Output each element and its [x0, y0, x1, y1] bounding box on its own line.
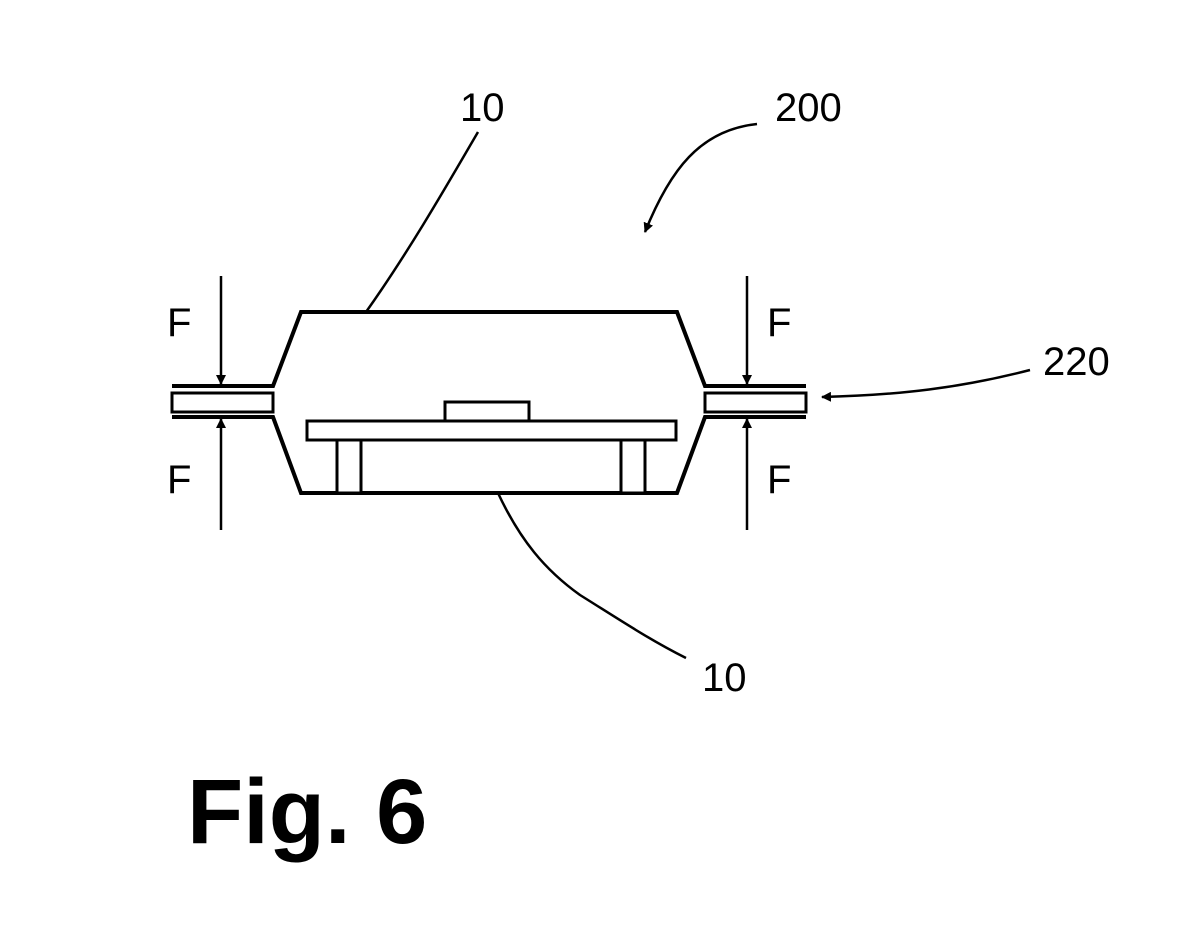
leader-arrow-seal-layer	[821, 368, 1031, 402]
circuit-board	[305, 419, 678, 442]
seal-strip-left	[170, 391, 275, 414]
ref-label-bottom-package: 10	[702, 656, 747, 700]
force-label-top-left: F	[167, 301, 191, 345]
force-label-bottom-left: F	[167, 458, 191, 502]
force-label-top-right: F	[767, 301, 791, 345]
seal-strip-right	[703, 391, 808, 414]
support-post-left	[335, 438, 363, 495]
leader-line-top-package	[364, 131, 480, 313]
ref-label-top-package: 10	[460, 86, 505, 130]
support-post-right	[619, 438, 647, 495]
force-label-bottom-right: F	[767, 458, 791, 502]
figure-caption: Fig. 6	[187, 761, 427, 863]
upper-shell-outline	[172, 310, 806, 388]
leader-line-bottom-package	[496, 492, 687, 660]
leader-arrow-assembly	[643, 122, 758, 233]
ref-label-seal-layer: 220	[1043, 340, 1110, 384]
ref-label-assembly: 200	[775, 86, 842, 130]
chip-component	[443, 400, 531, 423]
lower-shell-outline	[172, 415, 806, 495]
